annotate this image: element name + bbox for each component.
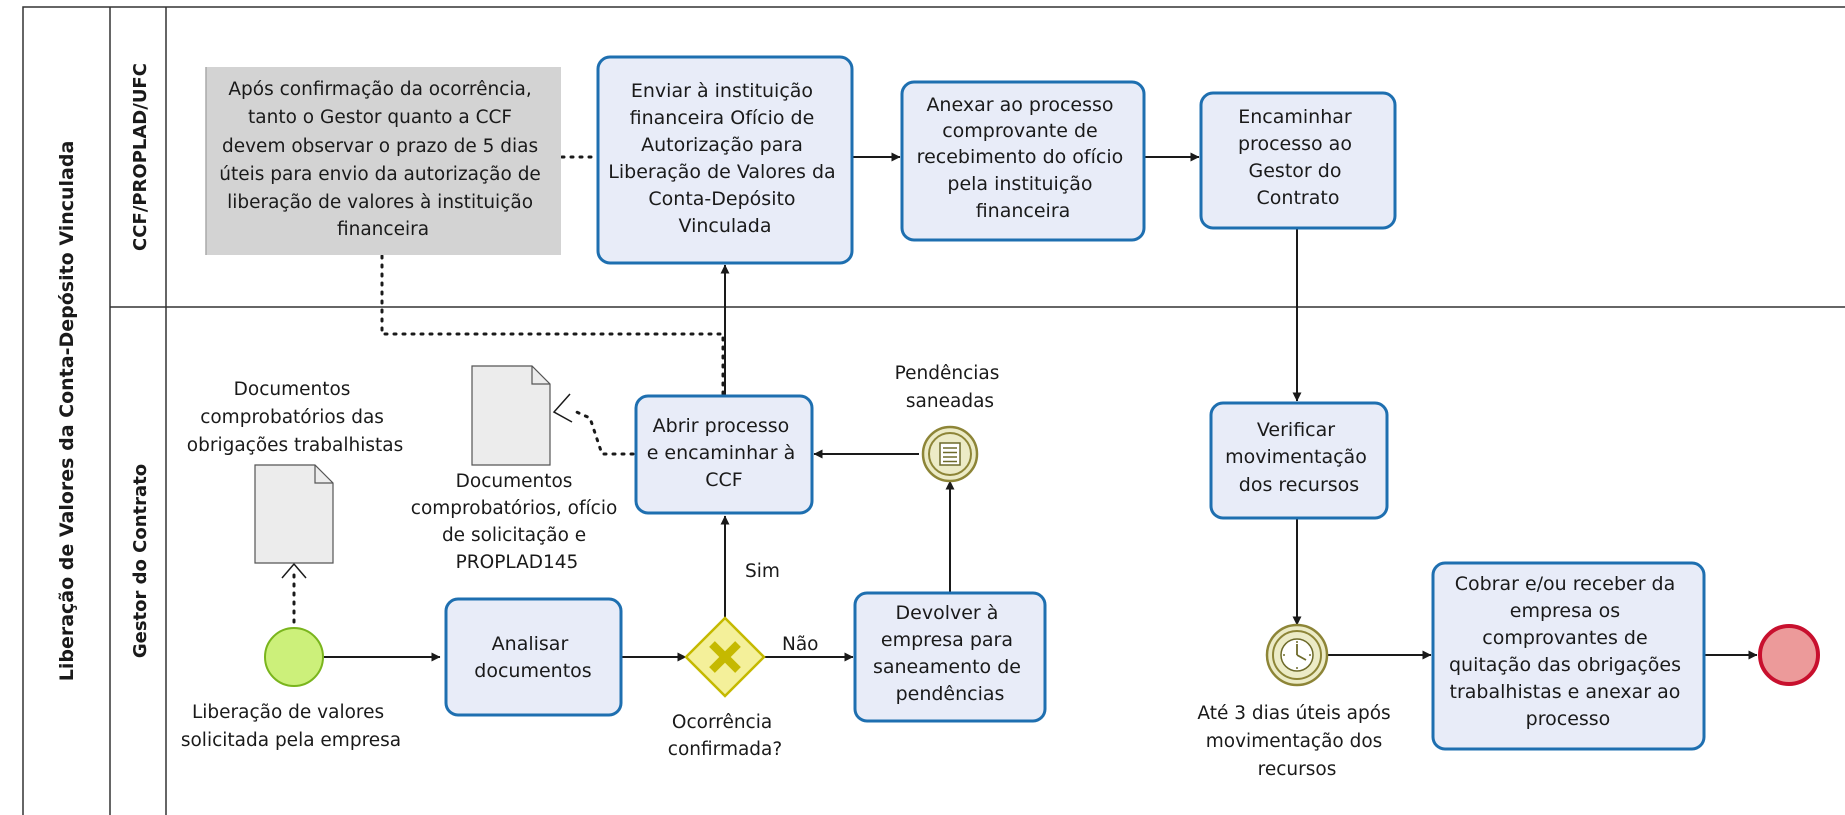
gateway-no-label: Não [782,634,819,655]
gateway-yes-label: Sim [745,561,780,582]
sequence-flows [324,152,1758,662]
task-verificar-movimentacao[interactable]: Verificar movimentação dos recursos [1209,401,1389,520]
document-oficio-label: Documentos comprobatórios, ofício de sol… [411,471,623,573]
svg-text:Analisar documentos: Analisar documentos [474,633,591,682]
assoc-abrir-to-doc [570,408,635,456]
conditional-event-icon [939,442,961,466]
note-line: Após confirmação da ocorrência, [228,79,531,100]
svg-text:Enviar à instituição fin: Enviar à instituição financeira Ofício d… [608,80,841,237]
assoc-arrowhead-doc-obrigacoes [281,562,307,579]
start-event[interactable] [264,627,324,687]
assoc-note-to-abrir [380,254,725,396]
timer-event-icon [1280,638,1314,672]
note-line: úteis para envio da autorização de [219,164,541,185]
document-obrigacoes[interactable] [254,464,334,564]
svg-text:Encaminhar processo ao: Encaminhar processo ao Gestor do Contrat… [1238,106,1358,209]
pool-title: Liberação de Valores da Conta-Depósito V… [56,141,78,682]
annotation-note: Após confirmação da ocorrência, tanto o … [205,67,561,255]
lane-title-ccf: CCF/PROPLAD/UFC [130,63,151,251]
svg-text:Após confirmação da ocorrência: Após confirmação da ocorrência, tanto o … [219,79,546,240]
exclusive-gateway[interactable] [684,616,766,698]
task-encaminhar-gestor[interactable]: Encaminhar processo ao Gestor do Contrat… [1199,91,1397,230]
pendencias-label: Pendências saneadas [895,363,1006,412]
pendencias-event[interactable] [921,425,979,483]
document-oficio[interactable] [471,365,551,466]
end-event[interactable] [1758,624,1820,686]
start-event-label: Liberação de valores solicitada pela emp… [181,702,401,751]
gateway-label: Ocorrência confirmada? [668,712,782,760]
task-analisar-documentos[interactable]: Analisar documentos [444,597,623,717]
document-icon [471,365,551,466]
start-event-icon [264,627,324,687]
end-event-icon [1758,624,1820,686]
note-line: financeira [337,219,429,240]
svg-text:Devolver à empresa para: Devolver à empresa para saneamento de pe… [873,602,1027,705]
note-line: devem observar o prazo de 5 dias [222,136,538,157]
document-obrigacoes-label: Documentos comprobatórios das obrigações… [187,379,403,456]
task-cobrar-comprovantes[interactable]: Cobrar e/ou receber da empresa os compro… [1431,561,1706,751]
svg-text:Abrir processo e encamin: Abrir processo e encaminhar à CCF [647,415,802,491]
timer-label: Até 3 dias úteis após movimentação dos r… [1197,703,1396,780]
exclusive-gateway-x-icon [709,641,741,673]
task-devolver-empresa[interactable]: Devolver à empresa para saneamento de pe… [853,591,1047,723]
svg-text:Verificar movimentação: Verificar movimentação dos recursos [1225,419,1373,496]
pool [22,6,1845,815]
task-enviar-oficio[interactable]: Enviar à instituição financeira Ofício d… [596,55,854,265]
note-line: tanto o Gestor quanto a CCF [248,107,512,128]
svg-text:Anexar ao processo compr: Anexar ao processo comprovante de recebi… [917,94,1130,222]
document-icon [254,464,334,564]
lane-title-gestor: Gestor do Contrato [130,464,151,658]
timer-event[interactable] [1265,623,1329,687]
associations [292,155,725,624]
assoc-arrowhead-doc-oficio [552,393,573,423]
task-abrir-processo[interactable]: Abrir processo e encaminhar à CCF [634,394,814,515]
svg-text:Cobrar e/ou receber da e: Cobrar e/ou receber da empresa os compro… [1449,573,1687,730]
note-box [206,67,561,255]
task-anexar-comprovante[interactable]: Anexar ao processo comprovante de recebi… [900,80,1146,242]
note-line: liberação de valores à instituição [227,192,533,213]
